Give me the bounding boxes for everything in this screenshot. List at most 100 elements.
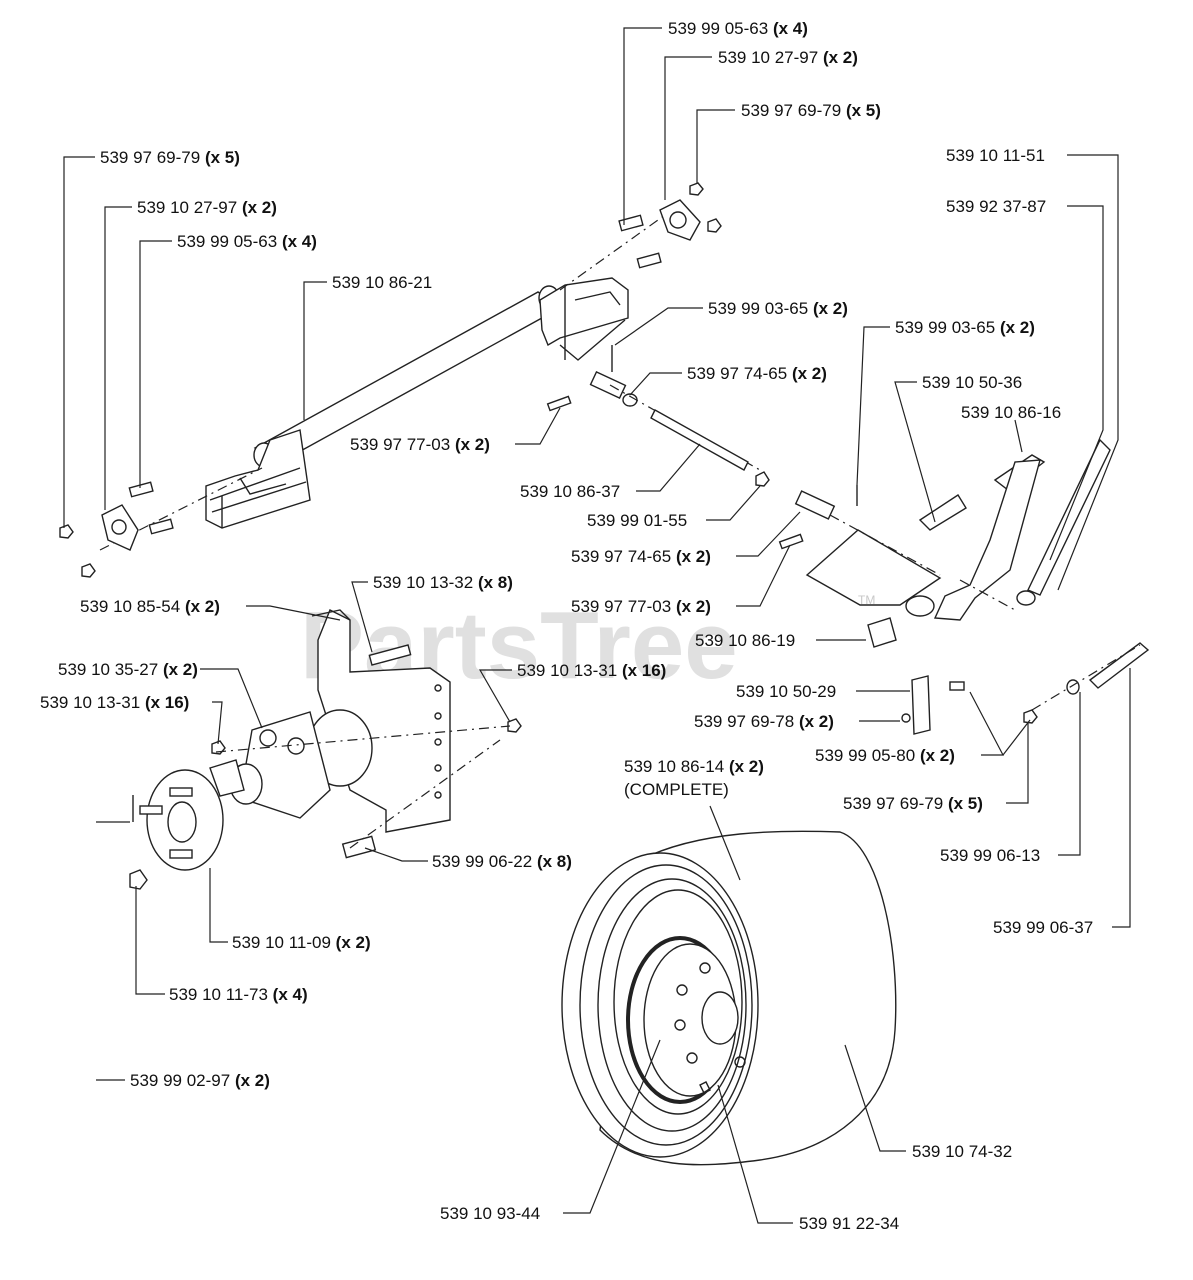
hub-stud [169, 849, 193, 859]
top-flange-bearing [618, 182, 722, 269]
part-label: 539 10 27-97 (x 2) [137, 198, 277, 217]
part-label: 539 10 74-32 [912, 1142, 1012, 1161]
part-label: 539 97 69-79 (x 5) [100, 148, 240, 167]
pedal-arm [933, 459, 1041, 621]
mount-tab [311, 609, 351, 621]
part-label: 539 99 05-63 (x 4) [668, 19, 808, 38]
wheel-motor-assembly [209, 609, 522, 859]
part-label: 539 10 50-29 [736, 682, 836, 701]
motor-flange-nut [507, 718, 522, 733]
bracket-washer [901, 713, 911, 723]
bracket-plate [911, 675, 931, 735]
part-label: 539 99 05-80 (x 2) [815, 746, 955, 765]
part-label: 539 99 03-65 (x 2) [895, 318, 1035, 337]
clevis-pin-lower [778, 533, 804, 550]
pedal-pivot-boss [905, 595, 935, 617]
rim-hole [686, 1052, 698, 1064]
pedal-pad-left [918, 494, 967, 531]
part-label: 539 10 86-14 (x 2) [624, 757, 764, 776]
pivot-link-upper [589, 370, 627, 400]
clevis-pin-upper [546, 395, 572, 412]
part-label: 539 92 37-87 [946, 197, 1046, 216]
part-label: 539 10 11-73 (x 4) [169, 985, 308, 1004]
part-label: 539 10 13-31 (x 16) [517, 661, 666, 680]
motor-shaft [209, 759, 245, 797]
part-label: 539 99 06-37 [993, 918, 1093, 937]
part-label: 539 10 13-31 (x 16) [40, 693, 189, 712]
part-label: 539 10 86-37 [520, 482, 620, 501]
right-bracket-detail [559, 285, 626, 361]
motor-centerline [215, 725, 511, 849]
part-label: 539 97 69-78 (x 2) [694, 712, 834, 731]
hub-center [167, 801, 197, 843]
tie-rod-nut [755, 471, 770, 487]
part-label: 539 10 85-54 (x 2) [80, 597, 220, 616]
part-label: 539 97 77-03 (x 2) [350, 435, 490, 454]
pedal-bushing [867, 617, 897, 648]
plate-hole [434, 712, 442, 720]
tire-ring [613, 889, 743, 1115]
part-label: 539 10 11-09 (x 2) [232, 933, 371, 952]
nut-left-2 [81, 563, 96, 578]
bolt-top-1 [618, 214, 644, 232]
part-label: 539 99 06-22 (x 8) [432, 852, 572, 871]
bearing-bore-left [111, 519, 127, 535]
part-label: 539 10 86-16 [961, 403, 1061, 422]
bolt-left-2 [148, 518, 174, 535]
tire-ring [579, 864, 753, 1146]
watermark-tm: TM [858, 593, 875, 607]
rim-hole [674, 1019, 686, 1031]
right-axle-bracket [539, 277, 629, 347]
lug-nut [129, 869, 148, 890]
nut-left-1 [59, 524, 74, 539]
wheel-hub [129, 769, 224, 890]
pedal-rod [1027, 438, 1111, 596]
left-flange-bearing [59, 481, 174, 578]
part-label: 539 97 69-79 (x 5) [843, 794, 983, 813]
part-label: 539 10 11-51 [946, 146, 1045, 165]
part-label: 539 97 74-65 (x 2) [687, 364, 827, 383]
tie-rod [650, 409, 749, 471]
left-bracket-detail [209, 467, 307, 528]
bolt-06-22 [341, 835, 377, 859]
bolt-nut-right [1023, 709, 1038, 724]
part-label: 539 91 22-34 [799, 1214, 899, 1233]
part-label: 539 10 35-27 (x 2) [58, 660, 198, 679]
part-labels: 539 99 05-63 (x 4) 539 10 27-97 (x 2) 53… [40, 19, 1093, 1233]
pedal-assembly [867, 438, 1111, 648]
part-label: 539 97 77-03 (x 2) [571, 597, 711, 616]
tire-ring [597, 878, 747, 1132]
bearing-bore [669, 211, 687, 229]
bolt-top-2 [636, 252, 662, 269]
plate-hole [434, 791, 442, 799]
part-label: 539 99 01-55 [587, 511, 687, 530]
pivot-link-lower [794, 490, 836, 520]
plate-hole [434, 738, 442, 746]
part-label: 539 99 05-63 (x 4) [177, 232, 317, 251]
rim-hole [699, 962, 711, 974]
bracket-bolt [949, 681, 965, 691]
nut-top-1 [689, 182, 704, 196]
part-label: 539 97 74-65 (x 2) [571, 547, 711, 566]
part-label: 539 10 50-36 [922, 373, 1022, 392]
part-label: 539 99 06-13 [940, 846, 1040, 865]
motor-port [259, 729, 277, 747]
lower-centerline [829, 514, 941, 576]
plate-hole [434, 684, 442, 692]
wheel-hub-bore [701, 991, 739, 1045]
right-bracket-hardware [901, 642, 1150, 735]
bolt-left-1 [128, 481, 154, 498]
part-label: 539 99 02-97 (x 2) [130, 1071, 270, 1090]
pedal-rod-end [1016, 590, 1036, 606]
hub-stud [169, 787, 193, 797]
long-bolt [1088, 642, 1150, 689]
left-axle-bracket [205, 429, 311, 529]
part-label: 539 10 86-19 [695, 631, 795, 650]
part-label: 539 10 93-44 [440, 1204, 540, 1223]
part-label: 539 10 13-32 (x 8) [373, 573, 513, 592]
nut-top-2 [707, 218, 722, 233]
rim-hole [734, 1056, 746, 1068]
part-label: 539 10 27-97 (x 2) [718, 48, 858, 67]
part-label: 539 99 03-65 (x 2) [708, 299, 848, 318]
